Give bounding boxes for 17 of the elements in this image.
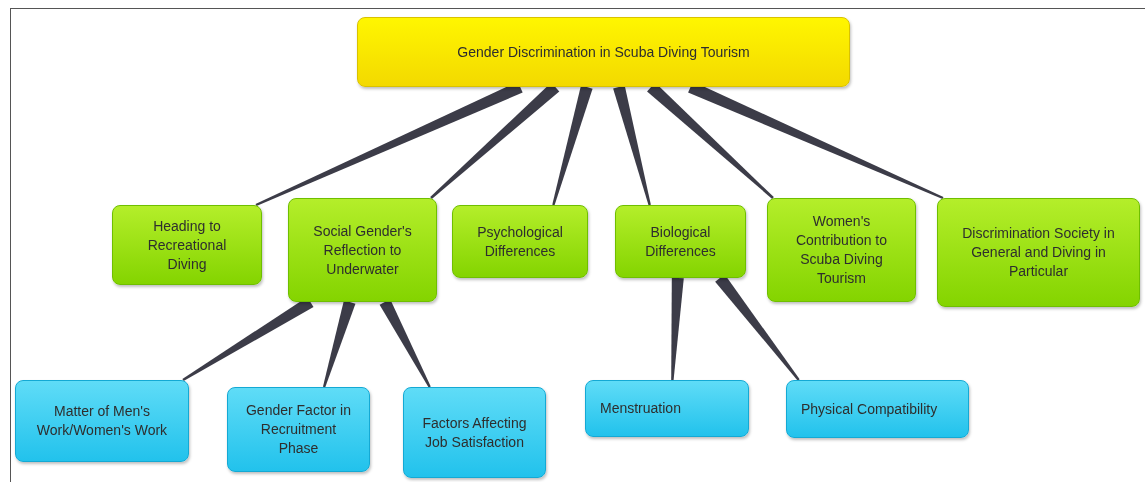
topic-box: Gender Discrimination in Scuba Diving Tourism — [357, 17, 850, 87]
topic-box: Biological Differences — [615, 205, 746, 278]
connector — [322, 300, 356, 388]
topic-box: Gender Factor in Recruitment Phase — [227, 387, 370, 472]
topic-box: Psychological Differences — [452, 205, 588, 278]
topic-box: Women's Contribution to Scuba Diving Tourism — [767, 198, 916, 302]
topic-box: Heading to Recreational Diving — [112, 205, 262, 285]
connector — [552, 85, 593, 206]
connector — [379, 299, 431, 388]
topic-box: Matter of Men's Work/Women's Work — [15, 380, 189, 462]
topic-box: Factors Affecting Job Satisfaction — [403, 387, 546, 478]
topic-box: Social Gender's Reflection to Underwater — [288, 198, 437, 302]
connector — [613, 85, 651, 206]
connector — [671, 277, 684, 381]
topic-box: Discrimination Society in General and Diving in Particular — [937, 198, 1140, 307]
topic-box: Physical Compatibility — [786, 380, 969, 438]
topic-box: Menstruation — [585, 380, 749, 437]
